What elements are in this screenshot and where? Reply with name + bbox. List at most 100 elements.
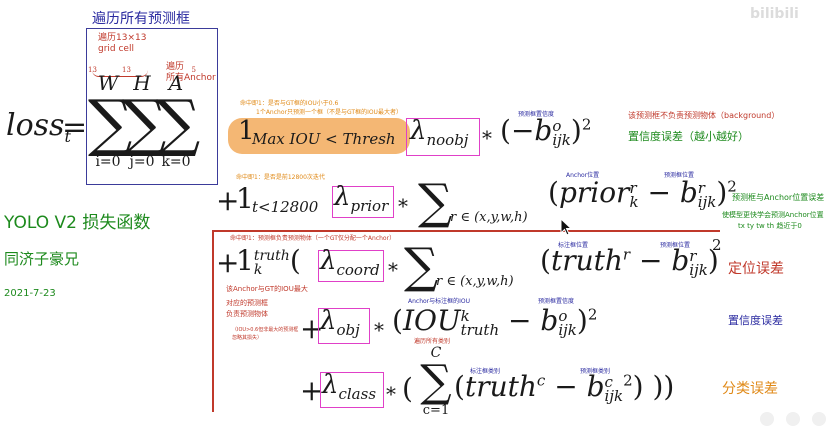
row3-b-sup: r [689, 246, 697, 265]
row5-truth-sup: c [536, 371, 546, 390]
row2-sum-sub: r ∈ (x,y,w,h) [450, 210, 528, 225]
a-count: 5 [191, 66, 196, 74]
sum-k: 5 A ∑ k=0 [156, 66, 201, 170]
grid-note-1: 遍历13×13 [98, 33, 147, 43]
row1-lambda-box [406, 118, 480, 156]
row4-b-sup: o [558, 306, 568, 325]
i-start: i=0 [95, 154, 121, 170]
row5-cls-note: 遍历所有类别 [414, 338, 451, 345]
row3-b: b [671, 244, 690, 277]
row4-lambda: λobj [320, 306, 360, 339]
row3-sum: ∑ [404, 238, 439, 294]
row4-lambda-box [318, 308, 370, 344]
row3-plus: + [216, 246, 240, 279]
row5-sum: C ∑ c=1 [416, 346, 456, 418]
row4-iou-note: Anchor与标注框的IOU [408, 298, 471, 305]
side-title: YOLO V2 损失函数 [4, 213, 151, 233]
row5-inner-close: ) [632, 370, 644, 403]
row3-sum-sub: r ∈ (x,y,w,h) [436, 274, 514, 289]
row1-desc1: 该预测框不负责预测物体（background） [628, 111, 780, 120]
row1-note-b: 1个Anchor只预测一个框（不是与GT框的IOU最大者） [256, 109, 402, 116]
row3-open: ( [289, 244, 301, 277]
row2-open: ( [548, 176, 559, 209]
row5-sum-top: C [430, 345, 442, 361]
row2-ind: 1 [236, 182, 254, 215]
row3-lambda-sub: coord [336, 261, 380, 280]
row4-iou: IOU [402, 304, 461, 337]
row2-desc2: 使模型更快学会预测Anchor位置 [722, 211, 824, 219]
red-bracket-left [212, 230, 214, 412]
row3-close: ) [707, 244, 719, 277]
row3-desc: 定位误差 [728, 261, 784, 277]
w-count: 13 [88, 66, 97, 74]
j-start: j=0 [129, 154, 155, 170]
row3-times: * [388, 258, 398, 282]
loss-text: loss [6, 108, 65, 143]
row2-lambda: λprior [334, 182, 388, 215]
row2-anchor-note: Anchor位置 [566, 172, 600, 179]
row3-ind-sup: truth [253, 247, 290, 264]
row4-open: ( [392, 304, 403, 337]
h-limit: H [133, 71, 151, 95]
favorite-icon[interactable] [812, 412, 826, 426]
row1-indicator [228, 118, 410, 154]
row4-iou-sub: truth [460, 320, 500, 339]
row1-close: ) [570, 114, 582, 147]
row4-minus: − [508, 304, 532, 337]
row5-lambda: λclass [322, 370, 376, 403]
row3-open2: ( [540, 244, 551, 277]
player-icons[interactable] [760, 412, 826, 426]
sum-i: 13 W ∑ i=0 [88, 66, 133, 170]
row2-sq: 2 [727, 177, 737, 196]
row3-left-note2: 对应的预测框 [226, 299, 268, 307]
row2-plus: + [216, 184, 240, 217]
row1-note-a: 命中即1：是否与GT框的IOU小于0.6 [240, 100, 339, 107]
top-note: 遍历所有预测框 [92, 11, 190, 27]
row2-close: ) [716, 176, 728, 209]
loss-sub: t [64, 127, 71, 146]
row3-left-note4: （IOU>0.6但非最大的预测框 [232, 327, 299, 333]
row5-lambda-sym: λ [322, 370, 339, 400]
row5-label-note: 标注框类别 [470, 368, 501, 375]
row4-lambda-sub: obj [336, 321, 360, 340]
row3-lambda-sym: λ [320, 246, 337, 276]
row3-truth: truth [550, 244, 623, 277]
row1-cond: Max IOU < Thresh [252, 130, 396, 148]
row5-pred-note: 预测框类别 [580, 368, 611, 375]
sigma-i: ∑ [88, 86, 133, 159]
like-icon[interactable] [760, 412, 774, 426]
row5-plus: + [300, 374, 324, 407]
row2-cond: t<12800 [252, 198, 319, 216]
cursor-icon [560, 217, 573, 240]
row2-lambda-sub: prior [350, 197, 389, 216]
row2-desc3: tx ty tw th 趋近于0 [738, 222, 802, 230]
row2-minus: − [647, 176, 671, 209]
row4-times: * [374, 318, 384, 342]
row2-times: * [398, 194, 408, 218]
side-date: 2021-7-23 [4, 288, 56, 299]
row3-ignore-notes: （IOU>0.6但非最大的预测框 忽略其损失） [232, 326, 298, 342]
grid-note-2: grid cell [98, 44, 134, 54]
row5-desc: 分类误差 [722, 381, 778, 397]
row5-truth: truth [464, 370, 537, 403]
row4-lambda-sym: λ [320, 306, 337, 336]
coin-icon[interactable] [786, 412, 800, 426]
grid-note: 遍历13×13 grid cell [98, 33, 146, 55]
row2-prior: prior [558, 176, 630, 209]
sigma-k: ∑ [156, 86, 201, 159]
anchor-note: 遍历 所有Anchor [166, 62, 216, 84]
watermark: bilibili [750, 6, 799, 22]
row1-pred-note: 预测框置信度 [518, 111, 555, 118]
row1-sq: 2 [581, 115, 592, 134]
row1-lambda: λnoobj [410, 116, 468, 149]
anchor-note-2: 所有Anchor [166, 73, 216, 83]
h-count: 13 [122, 66, 131, 74]
row1-lambda-sym: λ [410, 116, 427, 146]
row3-note: 命中即1：预测框负责预测物体（一个GT仅分配一个Anchor） [230, 235, 396, 242]
row5-close: )) [652, 370, 675, 403]
row3-lambda-box [318, 250, 384, 282]
